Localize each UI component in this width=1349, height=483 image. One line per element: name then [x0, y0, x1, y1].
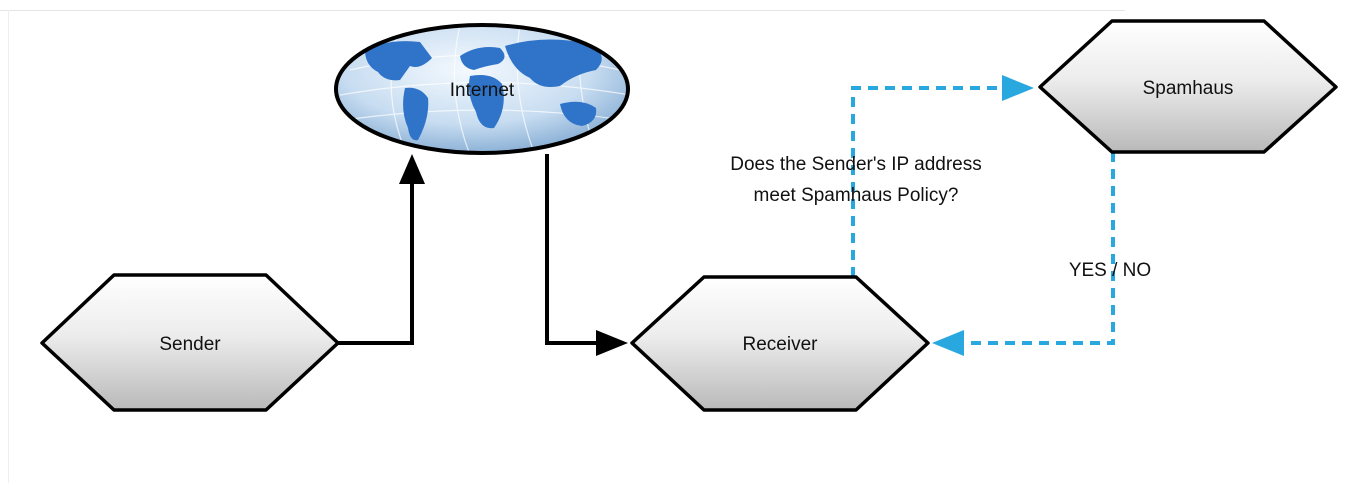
- sender-label: Sender: [159, 334, 221, 355]
- internet-to-receiver-line: [545, 154, 600, 345]
- internet-connectors: [338, 154, 628, 356]
- right-arrowhead: [596, 330, 628, 356]
- internet-node: Internet: [334, 23, 630, 155]
- sender-to-internet-line: [338, 176, 414, 345]
- spamhaus-query-connectors: [851, 75, 1115, 356]
- question-line-1: Does the Sender's IP address: [730, 154, 981, 175]
- spamhaus-label: Spamhaus: [1143, 78, 1234, 99]
- left-rule: [8, 10, 9, 483]
- receiver-hexagon: [630, 275, 930, 412]
- yes-no-label: YES / NO: [1069, 260, 1151, 281]
- spamhaus-to-receiver-line: [962, 152, 1115, 345]
- spamhaus-hexagon: [1038, 19, 1338, 154]
- spamhaus-arrowhead: [1002, 75, 1034, 101]
- receiver-arrowhead: [932, 330, 964, 356]
- internet-label: Internet: [450, 80, 515, 101]
- receiver-to-spamhaus-line: [851, 86, 1004, 277]
- sender-node: Sender: [40, 273, 340, 412]
- up-arrowhead: [399, 154, 425, 184]
- question-line-2: meet Spamhaus Policy?: [754, 185, 959, 206]
- sender-hexagon: [40, 273, 340, 412]
- spamhaus-node: Spamhaus: [1038, 19, 1338, 154]
- receiver-node: Receiver: [630, 275, 930, 412]
- receiver-label: Receiver: [743, 334, 819, 355]
- top-rule: [0, 0, 1125, 11]
- policy-question: Does the Sender's IP address meet Spamha…: [730, 154, 981, 206]
